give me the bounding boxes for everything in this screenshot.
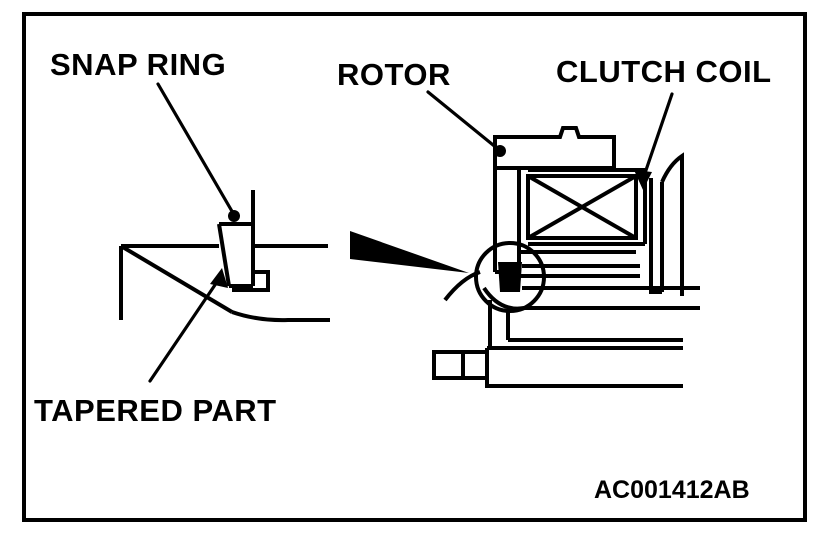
coil-support-bracket <box>649 178 662 294</box>
rotor-face-curve <box>443 270 481 302</box>
leader-arrow-tapered-part <box>210 268 228 288</box>
snap-ring-left-taper <box>217 223 231 287</box>
compressor-port-boss <box>432 350 487 380</box>
clutch-coil-winding-box <box>526 174 638 240</box>
clutch-coil-hatch-b <box>527 174 637 240</box>
label-tapered-part: TAPERED PART <box>34 393 277 428</box>
leader-tapered-part <box>148 277 221 383</box>
snap-ring-hatch-2 <box>509 273 523 292</box>
label-clutch-coil: CLUTCH COIL <box>556 54 772 89</box>
compressor-clutch-assembly <box>432 126 700 388</box>
snap-ring-detail-view <box>119 190 330 323</box>
mating-part-lower-surface <box>231 310 330 323</box>
label-reference-code: AC001412AB <box>594 476 750 504</box>
leader-snap-ring <box>156 82 235 215</box>
rotor-outer-housing <box>493 126 616 170</box>
snap-ring-hatch-1 <box>502 267 518 289</box>
compressor-body-outline <box>485 348 683 388</box>
hub-shoulder-curve <box>482 286 600 311</box>
housing-outer-shell <box>660 152 684 296</box>
leader-dot-rotor <box>494 145 506 157</box>
leader-arrow-clutch-coil <box>634 170 652 190</box>
leader-rotor <box>426 90 500 151</box>
leader-clutch-coil <box>642 92 674 178</box>
label-snap-ring: SNAP RING <box>50 47 226 82</box>
label-rotor: ROTOR <box>337 57 451 92</box>
leader-dot-snap-ring <box>228 210 240 222</box>
diagram-frame <box>22 12 807 522</box>
snap-ring-groove-step <box>232 270 270 292</box>
mating-part-chamfer <box>119 244 234 314</box>
magnification-arrow <box>350 231 469 273</box>
